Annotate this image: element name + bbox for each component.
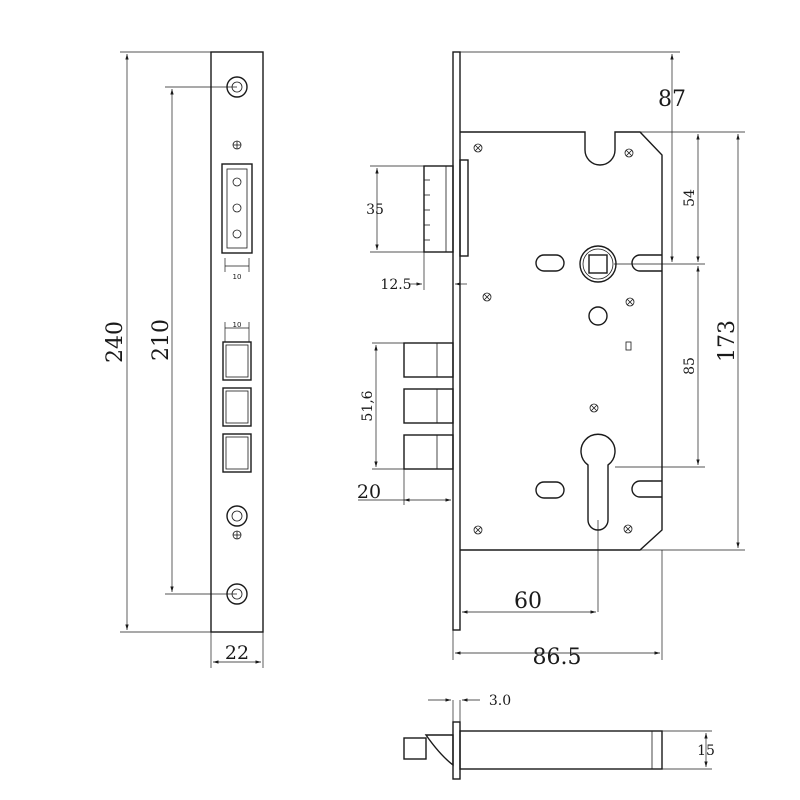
dim-faceplate-length: 240 xyxy=(103,51,211,633)
dim-latch-throw-label: 12.5 xyxy=(380,277,411,293)
lock-case-outline xyxy=(460,131,663,551)
dim-faceplate-width: 22 xyxy=(210,632,264,668)
bottom-case xyxy=(459,730,663,770)
case-slots xyxy=(535,254,662,499)
dim-spindle-upper-label: 54 xyxy=(682,189,698,207)
case-small-slot xyxy=(625,341,632,351)
deadbolts xyxy=(403,342,454,470)
dim-screw-spacing: 210 xyxy=(149,86,237,595)
dim-plate-thickness: 3.0 xyxy=(428,693,511,722)
dim-case-depth-label: 86.5 xyxy=(533,645,582,670)
lock-bottom-view: 3.0 15 xyxy=(403,693,715,780)
deadbolt-windows xyxy=(222,341,252,473)
faceplate-screw-hole-mid xyxy=(226,505,248,527)
faceplate-screw-small-top xyxy=(232,140,242,150)
dim-spindle-to-cylinder-label: 85 xyxy=(682,357,698,375)
euro-cylinder-hole xyxy=(580,433,616,531)
dim-small-width-mid-label: 10 xyxy=(233,321,242,329)
dim-case-height-label: 173 xyxy=(715,320,740,362)
follower-spindle-hub xyxy=(579,245,617,283)
dim-faceplate-length-label: 240 xyxy=(103,321,128,363)
dim-deadbolt-throw: 20 xyxy=(357,469,451,505)
dim-side-thickness: 15 xyxy=(662,730,715,770)
dim-case-depth: 86.5 xyxy=(452,550,663,670)
case-round-hole xyxy=(588,306,608,326)
dim-plate-thickness-label: 3.0 xyxy=(489,693,511,709)
latch-bolt xyxy=(423,159,469,257)
faceplate-outline xyxy=(210,51,264,633)
dim-deadbolt-throw-label: 20 xyxy=(357,481,381,503)
bottom-latch-bevel xyxy=(424,734,454,767)
dim-spindle-to-cylinder: 85 xyxy=(682,266,700,465)
bottom-front-plate xyxy=(452,721,461,780)
lock-body-side-view: 87 54 85 173 35 xyxy=(357,51,745,670)
faceplate-front-view: 10 10 xyxy=(103,51,264,668)
dim-latch-height: 35 xyxy=(366,165,424,253)
dim-small-width-top: 10 xyxy=(224,258,250,281)
latch-window xyxy=(221,163,253,254)
dim-backset-label: 60 xyxy=(514,589,542,614)
dim-spindle-upper: 54 xyxy=(640,131,745,262)
dim-small-width-mid: 10 xyxy=(224,321,250,342)
dim-latch-height-label: 35 xyxy=(366,202,384,218)
front-plate xyxy=(452,51,461,631)
dim-small-width-top-label: 10 xyxy=(233,273,242,281)
dim-latch-throw: 12.5 xyxy=(380,252,467,293)
dim-deadbolt-height: 51,6 xyxy=(360,342,404,470)
bottom-latch-tongue xyxy=(403,737,427,760)
dim-backset: 60 xyxy=(462,589,596,614)
dim-top-to-follower: 87 xyxy=(460,51,686,262)
faceplate-screw-small-bottom xyxy=(232,530,242,540)
dim-top-to-follower-label: 87 xyxy=(658,87,686,112)
dim-case-height: 173 xyxy=(640,134,745,551)
dim-side-thickness-label: 15 xyxy=(697,743,715,759)
case-screws xyxy=(473,143,635,535)
dim-faceplate-width-label: 22 xyxy=(225,642,249,664)
dim-screw-spacing-label: 210 xyxy=(149,319,174,361)
dim-deadbolt-height-label: 51,6 xyxy=(360,390,376,421)
